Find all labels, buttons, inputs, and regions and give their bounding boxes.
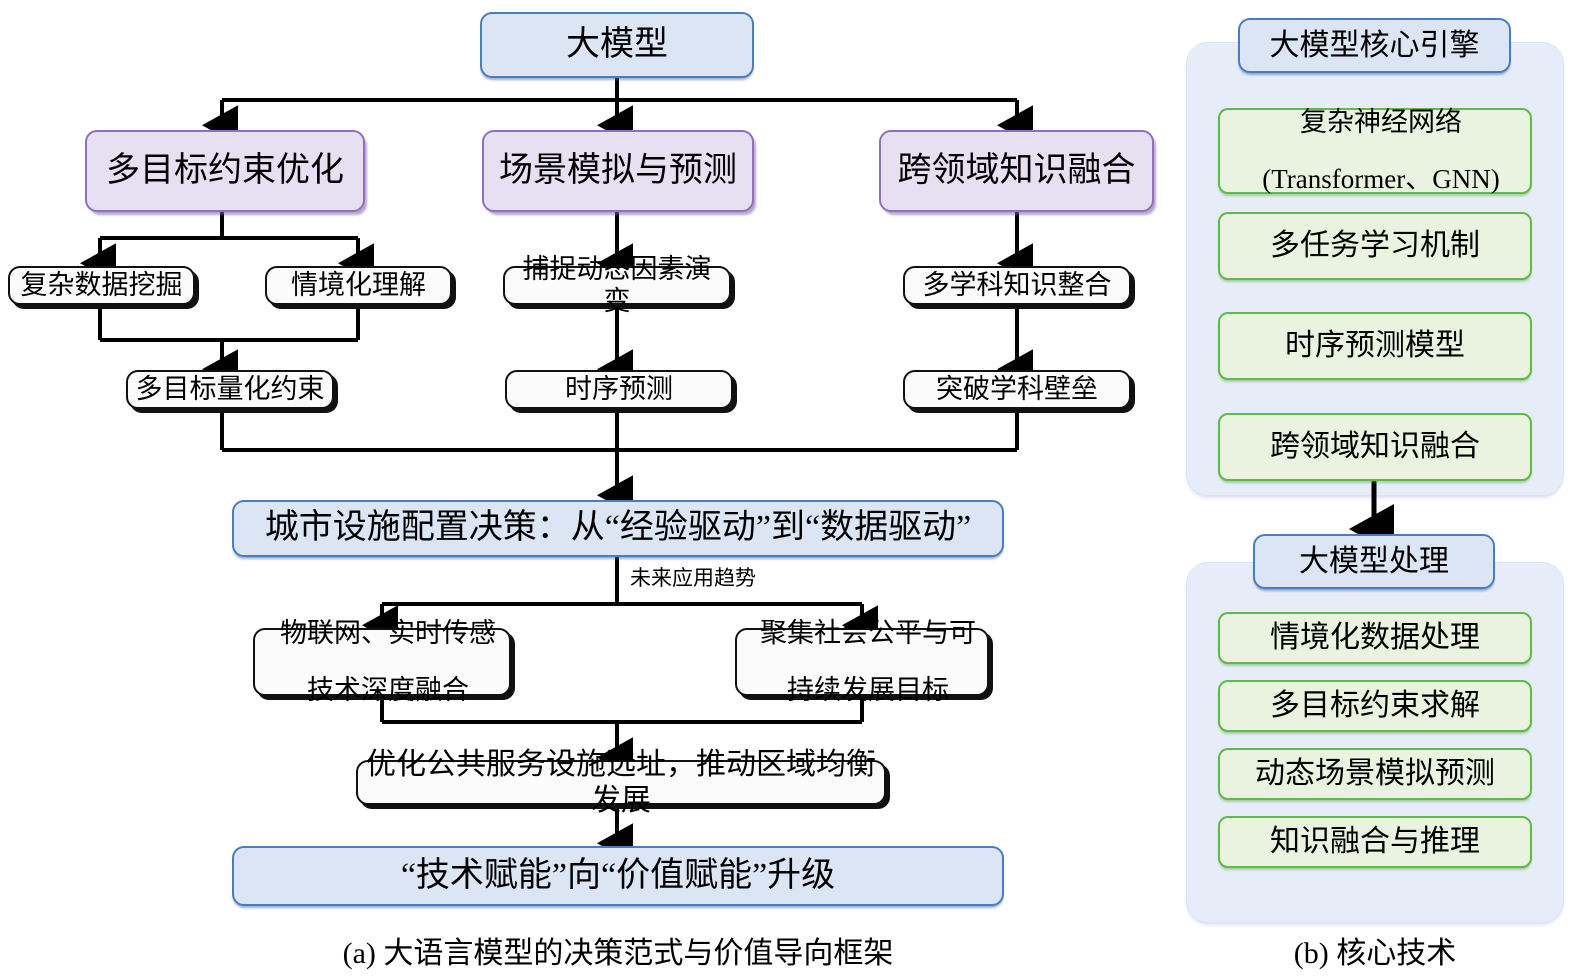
node-b-item-crossdomain-label: 跨领域知识融合 — [1270, 430, 1480, 464]
caption-panel-a-text: (a) 大语言模型的决策范式与价值导向框架 — [342, 937, 894, 970]
node-b-item-complex-neural-network[interactable]: 复杂神经网络 (Transformer、GNN) — [1218, 108, 1532, 194]
node-b-item-dynamic-scenario-simulation[interactable]: 动态场景模拟预测 — [1218, 748, 1532, 800]
node-trend-social-equity-label: 聚集社会公平与可 持续发展目标 — [737, 619, 987, 704]
node-sub-contextual-understanding[interactable]: 情境化理解 — [265, 266, 452, 305]
node-b-item-contextual-data-processing[interactable]: 情境化数据处理 — [1218, 612, 1532, 664]
node-result-break-barriers[interactable]: 突破学科壁垒 — [903, 370, 1131, 409]
node-final-label: “技术赋能”向“价值赋能”升级 — [400, 856, 836, 894]
edge-label-future-trend: 未来应用趋势 — [630, 562, 756, 592]
node-trend-iot-line1: 物联网、实时传感 — [280, 618, 496, 649]
node-trend-social-equity[interactable]: 聚集社会公平与可 持续发展目标 — [735, 619, 989, 705]
node-outcome-optimize-siting[interactable]: 优化公共服务设施选址，推动区域均衡发展 — [356, 748, 886, 817]
node-result-time-series-forecast[interactable]: 时序预测 — [505, 370, 733, 409]
node-branch-cross-domain-fusion[interactable]: 跨领域知识融合 — [879, 130, 1154, 212]
node-branch-2-label: 跨领域知识融合 — [897, 151, 1136, 189]
caption-panel-b: (b) 核心技术 — [1220, 928, 1530, 972]
node-b-item-contextual-label: 情境化数据处理 — [1270, 621, 1480, 655]
node-b-item-complex-neural-network-label: 复杂神经网络 (Transformer、GNN) — [1220, 108, 1530, 193]
node-branch-scenario-simulation[interactable]: 场景模拟与预测 — [482, 130, 754, 212]
node-b-item-multitask-learning[interactable]: 多任务学习机制 — [1218, 212, 1532, 280]
node-sub-0-1-label: 情境化理解 — [291, 269, 426, 300]
node-root-large-model[interactable]: 大模型 — [480, 12, 754, 78]
node-branch-1-label: 场景模拟与预测 — [499, 151, 737, 189]
node-b-item-cnn-line2: (Transformer、GNN) — [1262, 164, 1500, 195]
edge-label-future-trend-text: 未来应用趋势 — [630, 566, 756, 590]
node-branch-multi-objective-optimization[interactable]: 多目标约束优化 — [85, 130, 365, 212]
node-b-item-dynamic-label: 动态场景模拟预测 — [1255, 757, 1495, 791]
node-trend-equity-line2: 持续发展目标 — [787, 675, 949, 706]
node-b-header-core-engine-label: 大模型核心引擎 — [1269, 28, 1480, 62]
node-result-1-label: 时序预测 — [565, 373, 673, 404]
node-result-quantified-constraints[interactable]: 多目标量化约束 — [126, 370, 334, 409]
node-sub-multidiscipline-integration[interactable]: 多学科知识整合 — [903, 266, 1131, 305]
node-b-item-knowledge-fusion-reasoning[interactable]: 知识融合与推理 — [1218, 816, 1532, 868]
node-decision-statement[interactable]: 城市设施配置决策：从“经验驱动”到“数据驱动” — [232, 500, 1004, 557]
node-b-item-cross-domain-fusion[interactable]: 跨领域知识融合 — [1218, 413, 1532, 481]
node-sub-2-0-label: 多学科知识整合 — [922, 269, 1112, 300]
node-b-item-timeseries-label: 时序预测模型 — [1285, 329, 1465, 363]
node-final-value-enablement[interactable]: “技术赋能”向“价值赋能”升级 — [232, 846, 1004, 906]
node-b-item-multiobjective-solving[interactable]: 多目标约束求解 — [1218, 680, 1532, 732]
caption-panel-b-text: (b) 核心技术 — [1293, 937, 1457, 970]
node-sub-0-0-label: 复杂数据挖掘 — [20, 269, 183, 300]
node-sub-complex-data-mining[interactable]: 复杂数据挖掘 — [8, 266, 195, 305]
node-b-item-multiobjective-label: 多目标约束求解 — [1270, 689, 1480, 723]
node-result-2-label: 突破学科壁垒 — [936, 373, 1098, 404]
node-sub-1-0-label: 捕捉动态因素演变 — [522, 253, 712, 316]
node-sub-capture-dynamic-factors[interactable]: 捕捉动态因素演变 — [503, 254, 731, 316]
node-trend-iot-sensing-label: 物联网、实时传感 技术深度融合 — [255, 619, 509, 704]
node-b-header-model-processing[interactable]: 大模型处理 — [1253, 534, 1495, 589]
node-result-0-label: 多目标量化约束 — [135, 373, 325, 404]
caption-panel-a: (a) 大语言模型的决策范式与价值导向框架 — [250, 928, 986, 972]
node-outcome-label: 优化公共服务设施选址，推动区域均衡发展 — [366, 748, 876, 817]
node-trend-iot-sensing[interactable]: 物联网、实时传感 技术深度融合 — [253, 619, 511, 705]
node-b-header-model-processing-label: 大模型处理 — [1299, 544, 1449, 578]
node-decision-statement-label: 城市设施配置决策：从“经验驱动”到“数据驱动” — [264, 509, 972, 547]
node-b-item-timeseries-model[interactable]: 时序预测模型 — [1218, 312, 1532, 380]
node-b-item-knowledge-label: 知识融合与推理 — [1270, 825, 1480, 859]
node-b-item-cnn-line1: 复杂神经网络 — [1300, 107, 1462, 138]
node-b-item-multitask-label: 多任务学习机制 — [1270, 229, 1480, 263]
node-trend-equity-line1: 聚集社会公平与可 — [760, 618, 976, 649]
node-trend-iot-line2: 技术深度融合 — [307, 675, 469, 706]
node-b-header-core-engine[interactable]: 大模型核心引擎 — [1238, 18, 1511, 73]
node-root-large-model-label: 大模型 — [566, 25, 668, 63]
node-branch-0-label: 多目标约束优化 — [106, 151, 344, 189]
